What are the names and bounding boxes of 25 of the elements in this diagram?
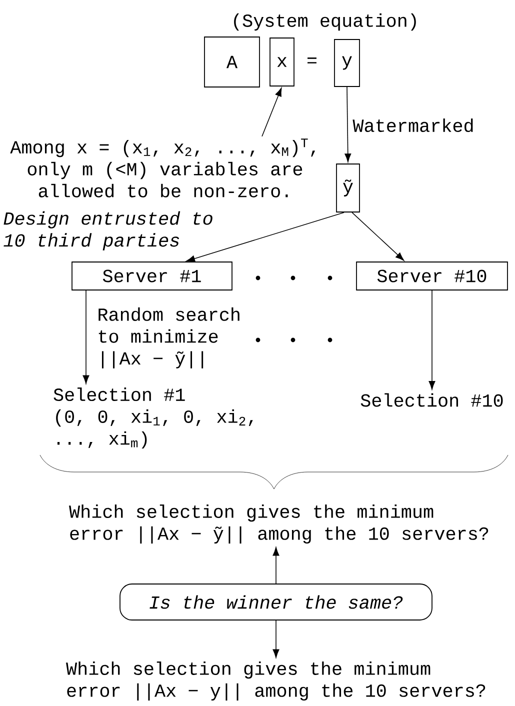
server-box: Server #1	[72, 262, 232, 290]
edge-label: Random search to minimize ||Ax − ỹ||	[96, 306, 248, 370]
vector-box: x	[270, 38, 294, 86]
arrow	[186, 212, 344, 262]
annotation-text: Among x = (x$_{1}$, x$_{2}$, ..., x$_{M}$)$^{T}$, only m (<M) variables are allowed to be non-zero.	[10, 138, 316, 198]
equals-sign: =	[308, 58, 316, 64]
decision-box: Is the winner the same?	[120, 584, 432, 620]
matrix-box: A	[204, 36, 260, 88]
vector-box: y	[334, 39, 360, 87]
edge-label: Design entrusted to 10 third parties	[4, 211, 212, 250]
edge-label: Watermarked	[352, 117, 476, 134]
arrow	[344, 86, 352, 162]
selection-text: Selection #1 (0, 0, xi$_{1}$, 0, xi$_{2}$, ..., xi$_{m}$)	[54, 388, 253, 449]
selection-text: Selection #10	[360, 393, 503, 407]
title: (System equation)	[234, 13, 416, 31]
arrow	[272, 547, 280, 584]
arrow	[352, 212, 404, 261]
question-text: Which selection gives the minimum error ||Ax − y|| among the 10 servers?	[66, 661, 486, 701]
question-text: Which selection gives the minimum error ||Ax − ỹ|| among the 10 servers?	[69, 504, 488, 544]
server-box: Server #10	[356, 262, 508, 290]
arrow	[82, 290, 90, 384]
arrow	[428, 290, 436, 390]
vector-box: ỹ	[336, 164, 360, 212]
arrow	[262, 88, 282, 137]
arrow	[272, 620, 280, 658]
